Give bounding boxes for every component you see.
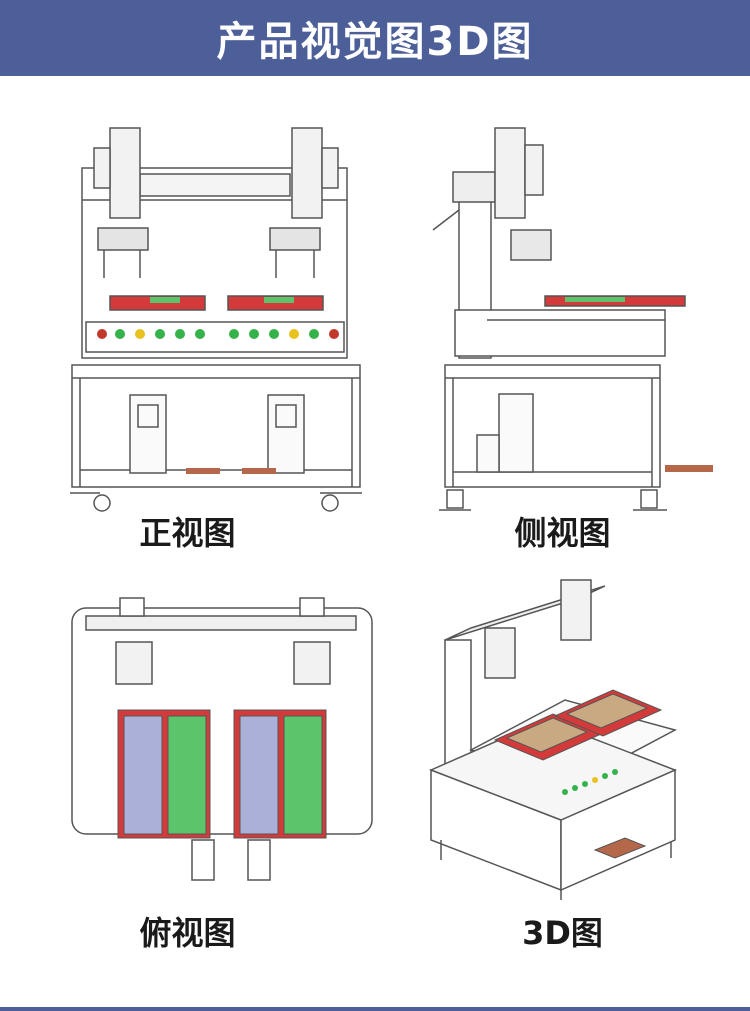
title-banner: 产品视觉图3D图 bbox=[0, 0, 750, 76]
page-title: 产品视觉图3D图 bbox=[216, 19, 534, 65]
side-view-panel: 侧视图 bbox=[375, 100, 750, 560]
iso-view-drawing bbox=[429, 579, 678, 900]
side-view-label: 侧视图 bbox=[514, 514, 611, 552]
side-view-drawing bbox=[432, 127, 713, 511]
top-view-panel: 俯视图 bbox=[0, 590, 375, 960]
top-view-label: 俯视图 bbox=[139, 914, 236, 952]
front-view-label: 正视图 bbox=[139, 514, 236, 552]
footer-bar bbox=[0, 1007, 750, 1011]
front-view-panel: 正视图 bbox=[0, 100, 375, 560]
front-view-drawing bbox=[70, 127, 362, 512]
top-view-drawing bbox=[71, 597, 373, 881]
iso-view-label: 3D图 bbox=[522, 914, 603, 952]
iso-view-panel: 3D图 bbox=[375, 570, 750, 960]
